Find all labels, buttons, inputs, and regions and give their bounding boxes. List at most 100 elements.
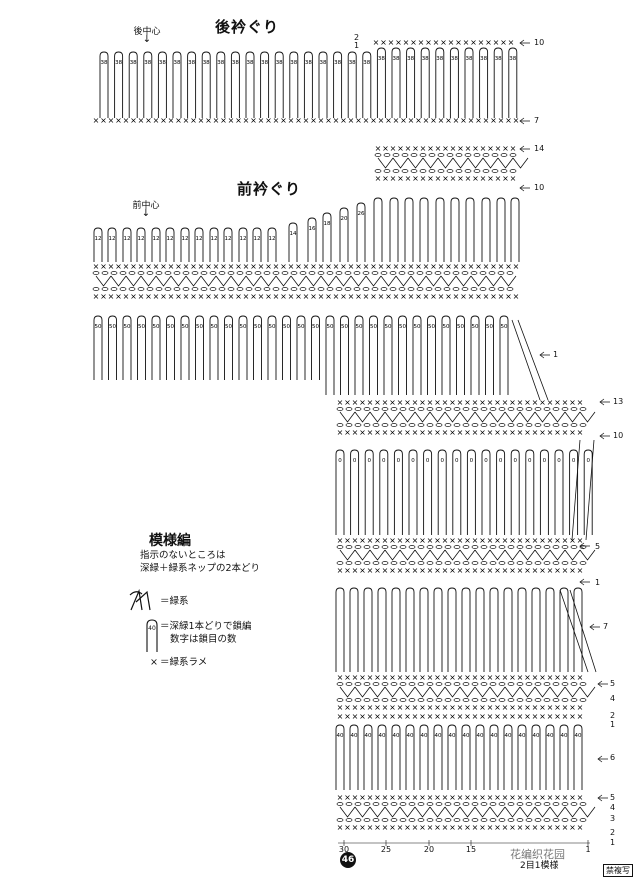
chain-oval [417, 407, 425, 411]
chain-oval [498, 802, 506, 806]
cross-stitch: × [359, 428, 366, 437]
cross-stitch: × [449, 428, 456, 437]
v-stitch-row [95, 275, 517, 287]
legend-item-3: ＝緑系ラメ [160, 657, 208, 668]
cross-stitch: × [562, 398, 569, 407]
loop-count-label: 38 [261, 60, 268, 66]
loop-count-label: 50 [298, 324, 305, 330]
chain-oval [498, 818, 506, 822]
loop-count-label: 50 [443, 324, 450, 330]
chain-oval [561, 561, 569, 565]
chain-oval [444, 682, 452, 686]
row-mark-a: 1 [553, 350, 559, 359]
chain-oval [471, 561, 479, 565]
loop-count-label: 12 [269, 236, 276, 242]
chain-loop [481, 449, 491, 535]
cross-stitch: × [449, 793, 456, 802]
chain-oval [561, 682, 569, 686]
chain-oval [254, 271, 262, 275]
cross-stitch: × [442, 174, 449, 183]
chain-loop [356, 202, 366, 262]
cross-stitch: × [348, 292, 355, 301]
loop-count-label: 40 [547, 733, 554, 739]
chain-oval [119, 271, 127, 275]
chain-oval [227, 287, 235, 291]
chain-loop [267, 315, 277, 380]
loop-count-label: 12 [167, 236, 174, 242]
cross-stitch: × [498, 116, 505, 125]
cross-stitch: × [539, 712, 546, 721]
cross-stitch: × [502, 428, 509, 437]
chain-loop [216, 51, 226, 118]
chain-oval [443, 287, 451, 291]
chain-loop [493, 47, 503, 118]
chain-oval [561, 802, 569, 806]
loop-count-label: 40 [477, 733, 484, 739]
loop-count-label: 50 [414, 324, 421, 330]
cross-stitch: × [524, 536, 531, 545]
chain-oval [308, 287, 316, 291]
chain-oval [390, 698, 398, 702]
cross-stitch: × [517, 398, 524, 407]
cross-stitch: × [510, 144, 517, 153]
back-center-label: 後中心 [133, 27, 161, 37]
chain-loop [274, 51, 284, 118]
cross-stitch: × [547, 703, 554, 712]
chain-oval [417, 802, 425, 806]
chain-loop [362, 51, 372, 118]
cross-stitch: × [404, 793, 411, 802]
chain-oval [390, 545, 398, 549]
loop-count-label: 50 [254, 324, 261, 330]
loop-count-label: 40 [351, 733, 358, 739]
chain-oval [426, 545, 434, 549]
pointer-arrow-icon [579, 578, 590, 586]
loop-count-label: 50 [182, 324, 189, 330]
cross-stitch: × [160, 292, 167, 301]
chain-loop [569, 449, 579, 535]
chain-oval [516, 818, 524, 822]
loop-count-label: 40 [421, 733, 428, 739]
chain-loop [419, 587, 429, 672]
loop-count-label: 50 [167, 324, 174, 330]
chain-loop [452, 449, 462, 535]
cross-stitch: × [532, 566, 539, 575]
cross-stitch: × [547, 673, 554, 682]
chain-oval [570, 423, 578, 427]
chain-oval [435, 818, 443, 822]
legend-note-2: 深緑＋緑系ネップの2本どり [140, 563, 261, 574]
chain-oval [552, 561, 560, 565]
chain-loop [335, 724, 345, 790]
chain-loop [517, 724, 527, 790]
chain-loop [475, 587, 485, 672]
chain-oval [155, 271, 163, 275]
cross-stitch: × [258, 262, 265, 271]
legend-title: 模様編 [149, 533, 191, 549]
chain-oval [389, 271, 397, 275]
chain-oval [489, 545, 497, 549]
chain-oval [254, 287, 262, 291]
chain-oval [299, 271, 307, 275]
cross-stitch: × [228, 292, 235, 301]
cross-stitch: × [487, 428, 494, 437]
loop-count-label: 50 [269, 324, 276, 330]
chain-oval [272, 287, 280, 291]
chain-oval [435, 423, 443, 427]
chain-oval [362, 287, 370, 291]
cross-stitch: × [337, 428, 344, 437]
cross-stitch: × [487, 703, 494, 712]
cross-stitch: × [449, 823, 456, 832]
cross-stitch: × [415, 292, 422, 301]
cross-stitch: × [502, 703, 509, 712]
cross-stitch: × [468, 262, 475, 271]
loop-count-label: 0 [543, 458, 547, 464]
cross-stitch: × [577, 673, 584, 682]
cross-stitch: × [370, 292, 377, 301]
cross-stitch: × [524, 703, 531, 712]
chain-oval [543, 698, 551, 702]
chain-oval [101, 271, 109, 275]
chain-oval [345, 682, 353, 686]
chain-loop [404, 197, 414, 262]
chain-oval [372, 407, 380, 411]
cross-stitch: × [445, 262, 452, 271]
chain-oval [552, 682, 560, 686]
